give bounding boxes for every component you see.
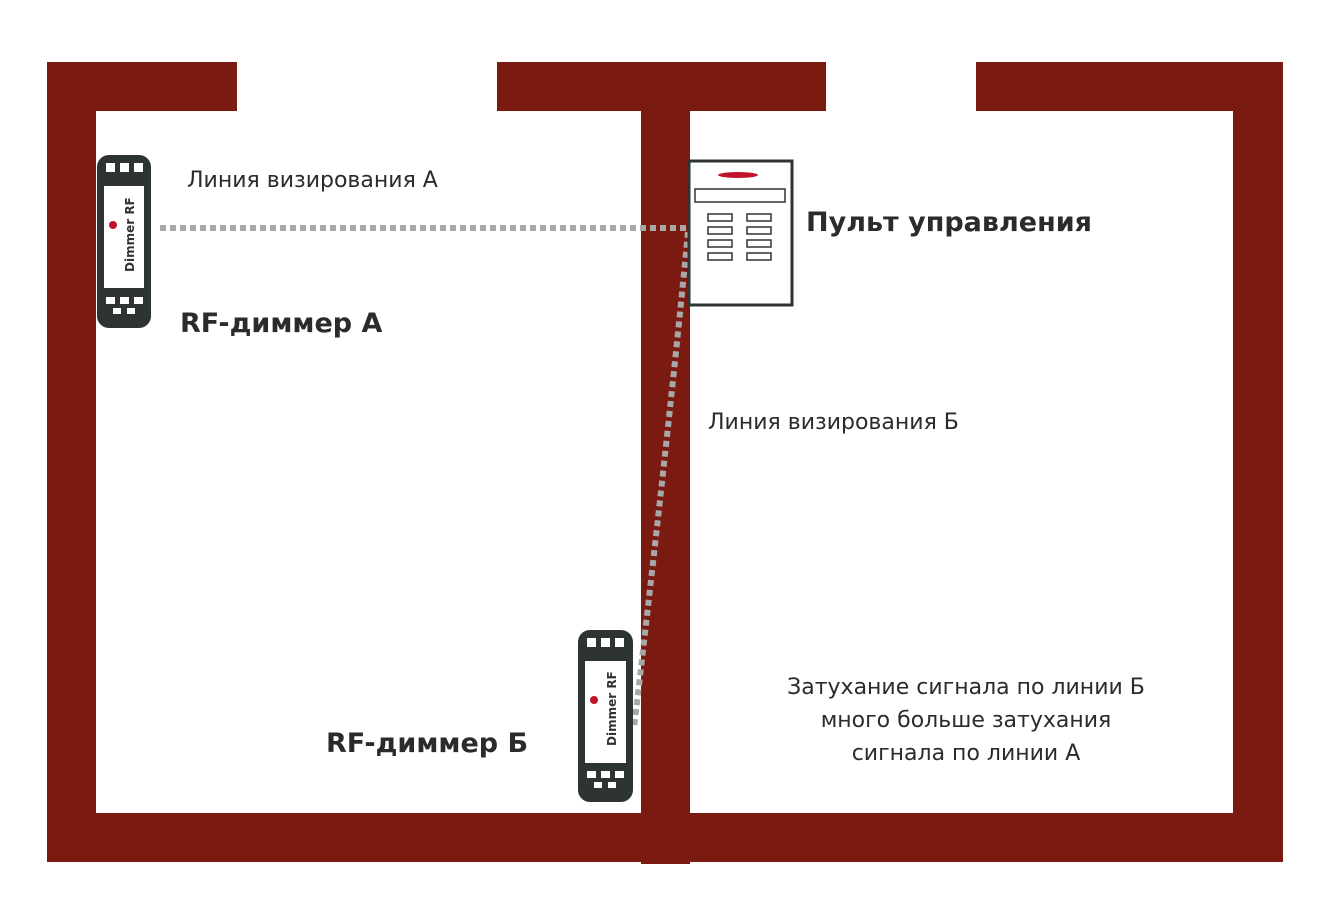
dimmer-b-label: RF-диммер Б bbox=[326, 728, 529, 759]
line-of-sight-b bbox=[631, 231, 691, 729]
device-label: Dimmer RF bbox=[123, 197, 137, 272]
line-a-label: Линия визирования А bbox=[187, 168, 438, 193]
logo-icon bbox=[590, 696, 598, 704]
note-line: сигнала по линии А bbox=[851, 741, 1081, 766]
logo-icon bbox=[718, 172, 758, 178]
wall-left bbox=[47, 62, 96, 862]
control-panel-device bbox=[687, 159, 794, 307]
panel-buttons bbox=[707, 213, 772, 261]
note-line: Затухание сигнала по линии Б bbox=[787, 675, 1145, 700]
control-panel-label: Пульт управления bbox=[806, 207, 1092, 238]
wall-top-right bbox=[976, 62, 1283, 111]
rf-dimmer-a-device: Dimmer RF bbox=[97, 155, 151, 328]
line-b-label: Линия визирования Б bbox=[708, 410, 959, 435]
rf-dimmer-b-device: Dimmer RF bbox=[578, 630, 633, 802]
note-line: много больше затухания bbox=[820, 708, 1112, 733]
attenuation-note: Затухание сигнала по линии Б много больш… bbox=[766, 671, 1166, 770]
dimmer-a-label: RF-диммер А bbox=[180, 308, 383, 339]
wall-right bbox=[1233, 62, 1283, 862]
device-label: Dimmer RF bbox=[605, 671, 619, 746]
logo-icon bbox=[109, 221, 117, 229]
walls bbox=[47, 62, 1283, 864]
